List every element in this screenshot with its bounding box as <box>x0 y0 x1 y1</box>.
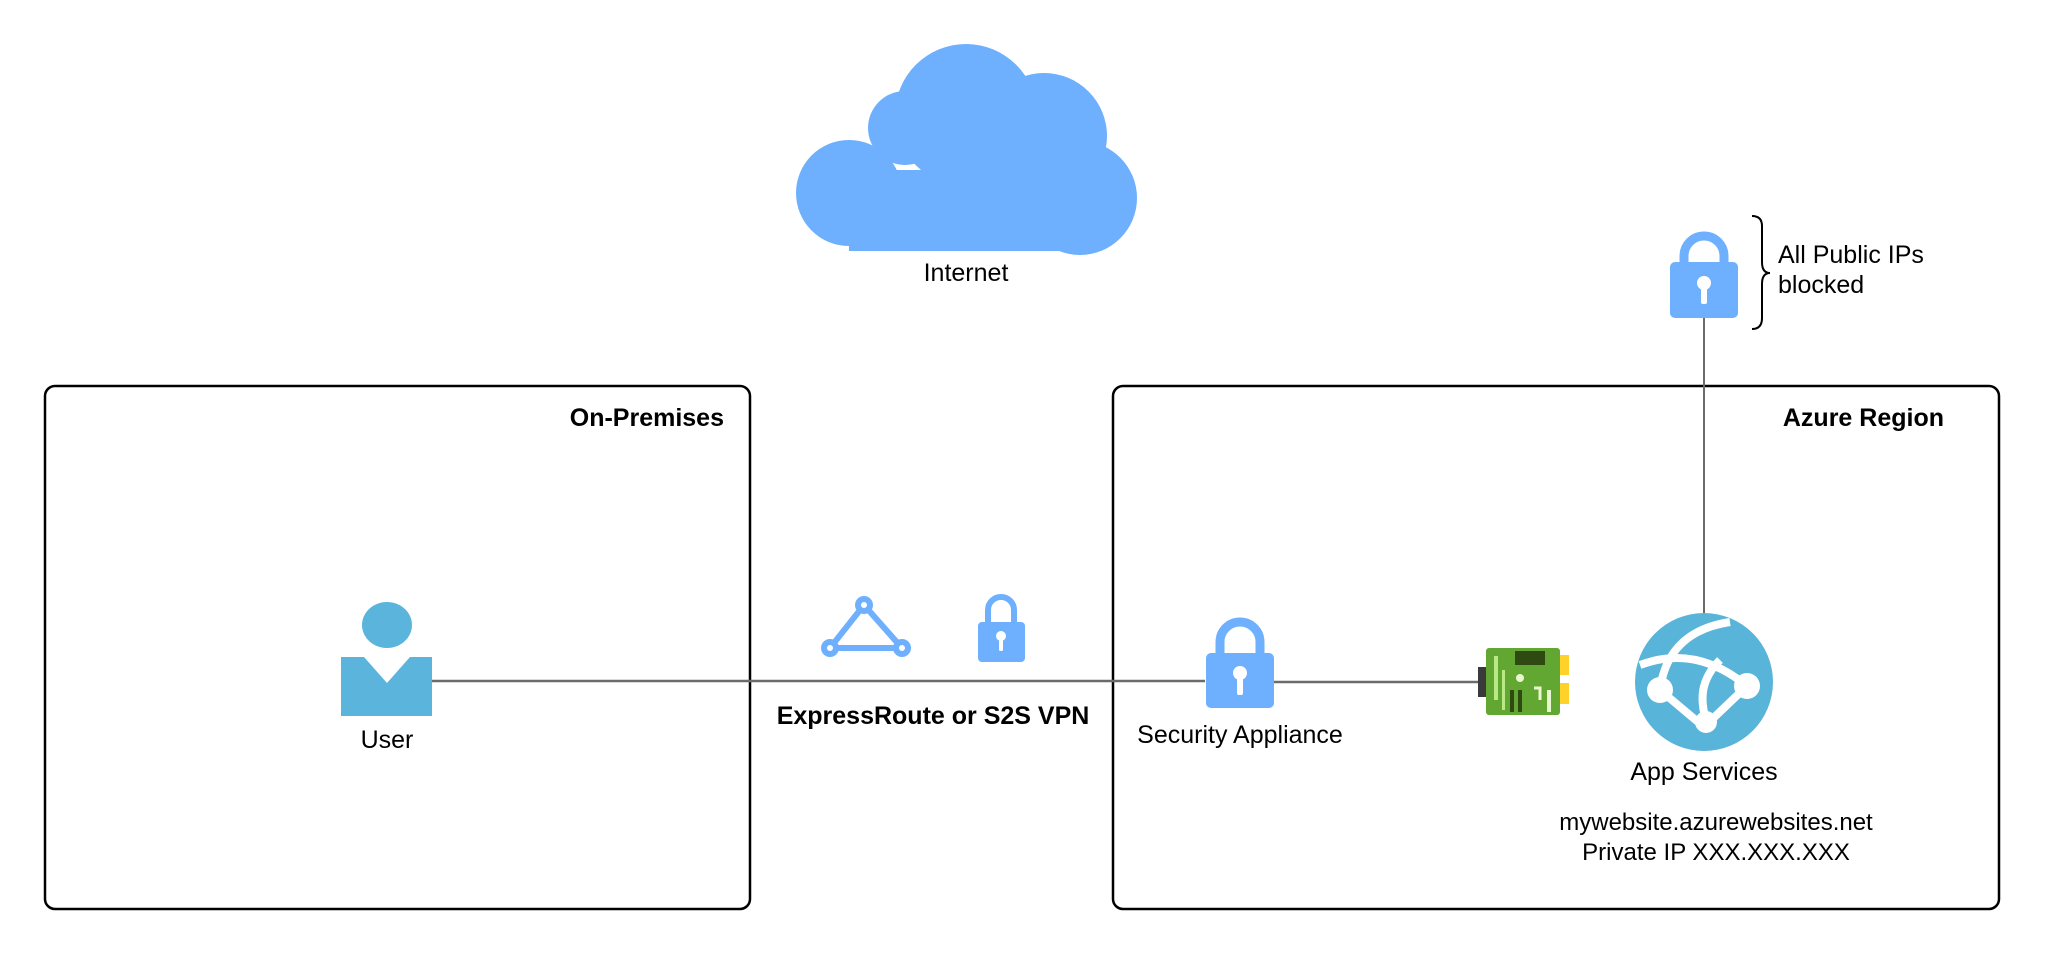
security-appliance-label: Security Appliance <box>1137 721 1343 749</box>
network-triangle-icon <box>821 596 911 657</box>
public-ip-note-line2: blocked <box>1778 271 1864 299</box>
user-icon <box>341 602 432 716</box>
user-label: User <box>361 726 414 754</box>
network-interface-icon <box>1478 648 1569 715</box>
public-lock-icon <box>1670 231 1738 318</box>
azure-region-title: Azure Region <box>1783 404 1944 432</box>
security-appliance-lock-icon <box>1206 617 1274 708</box>
on-premises-title: On-Premises <box>570 404 724 432</box>
app-private-ip: Private IP XXX.XXX.XXX <box>1582 839 1850 866</box>
vpn-lock-icon <box>978 594 1025 662</box>
connection-label: ExpressRoute or S2S VPN <box>777 702 1090 730</box>
public-ip-note-line1: All Public IPs <box>1778 241 1924 269</box>
app-services-icon <box>1635 613 1773 751</box>
internet-label: Internet <box>924 259 1009 287</box>
cloud-icon <box>796 44 1137 255</box>
app-hostname: mywebsite.azurewebsites.net <box>1559 809 1873 836</box>
app-services-label: App Services <box>1630 758 1777 786</box>
azure-region <box>1111 384 2001 911</box>
on-premises-region <box>43 384 752 911</box>
brace-icon <box>1751 215 1771 330</box>
